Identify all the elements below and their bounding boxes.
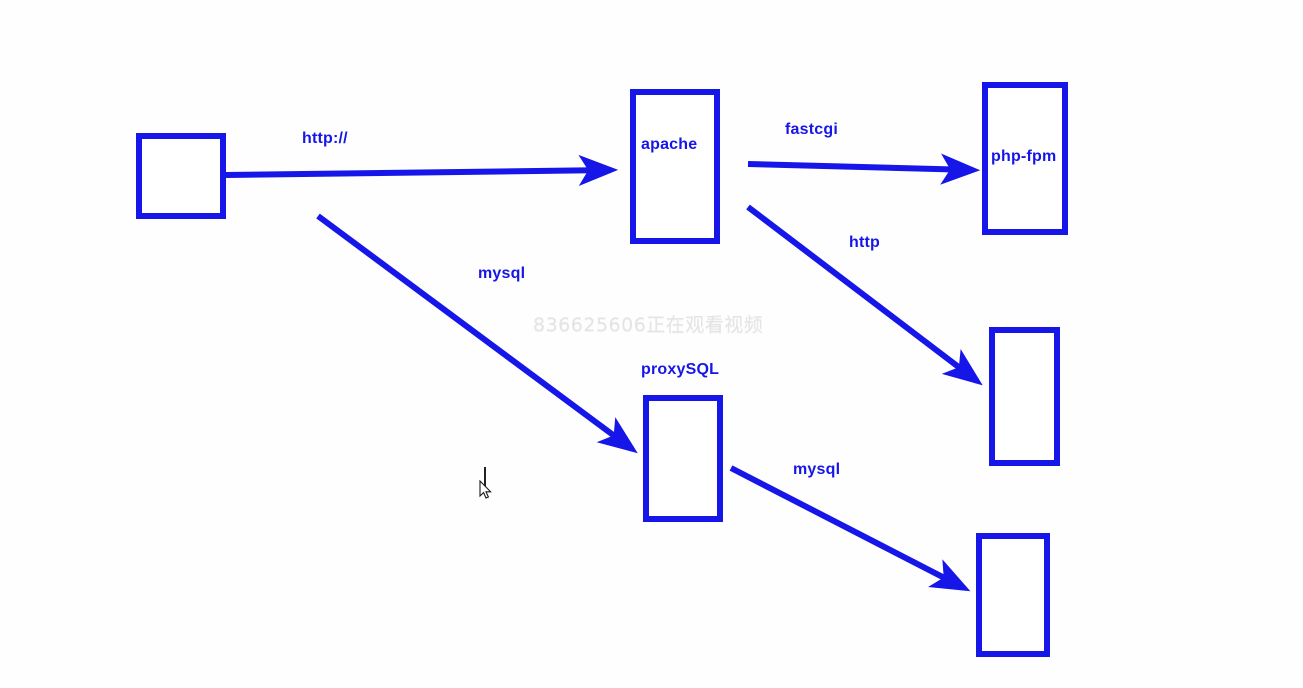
edge-label-client-proxysql: mysql — [478, 265, 526, 282]
node-label-proxysql: proxySQL — [641, 361, 720, 378]
edge-arrow-apache-webnode — [746, 204, 983, 386]
mouse-cursor-icon — [479, 480, 492, 499]
edge-label-proxysql-dbnode: mysql — [793, 461, 841, 478]
text-caret — [484, 467, 486, 492]
node-box-client[interactable] — [136, 133, 226, 219]
edge-arrow-client-proxysql — [316, 213, 638, 454]
edge-label-client-apache: http:// — [302, 130, 348, 147]
edge-arrow-proxysql-dbnode — [729, 465, 971, 592]
node-box-apache[interactable] — [630, 89, 720, 244]
edge-arrow-apache-phpfpm — [747, 153, 981, 185]
node-box-webnode[interactable] — [989, 327, 1060, 466]
node-label-php-fpm: php-fpm — [991, 148, 1057, 165]
node-box-php-fpm[interactable] — [982, 82, 1068, 235]
edge-label-apache-phpfpm: fastcgi — [785, 121, 838, 138]
node-label-apache: apache — [641, 136, 698, 153]
edge-label-apache-webnode: http — [849, 234, 881, 251]
watermark-text: 836625606正在观看视频 — [533, 314, 764, 336]
edge-arrow-client-apache — [225, 154, 619, 187]
node-box-proxysql[interactable] — [643, 395, 723, 522]
node-box-dbnode[interactable] — [976, 533, 1050, 657]
